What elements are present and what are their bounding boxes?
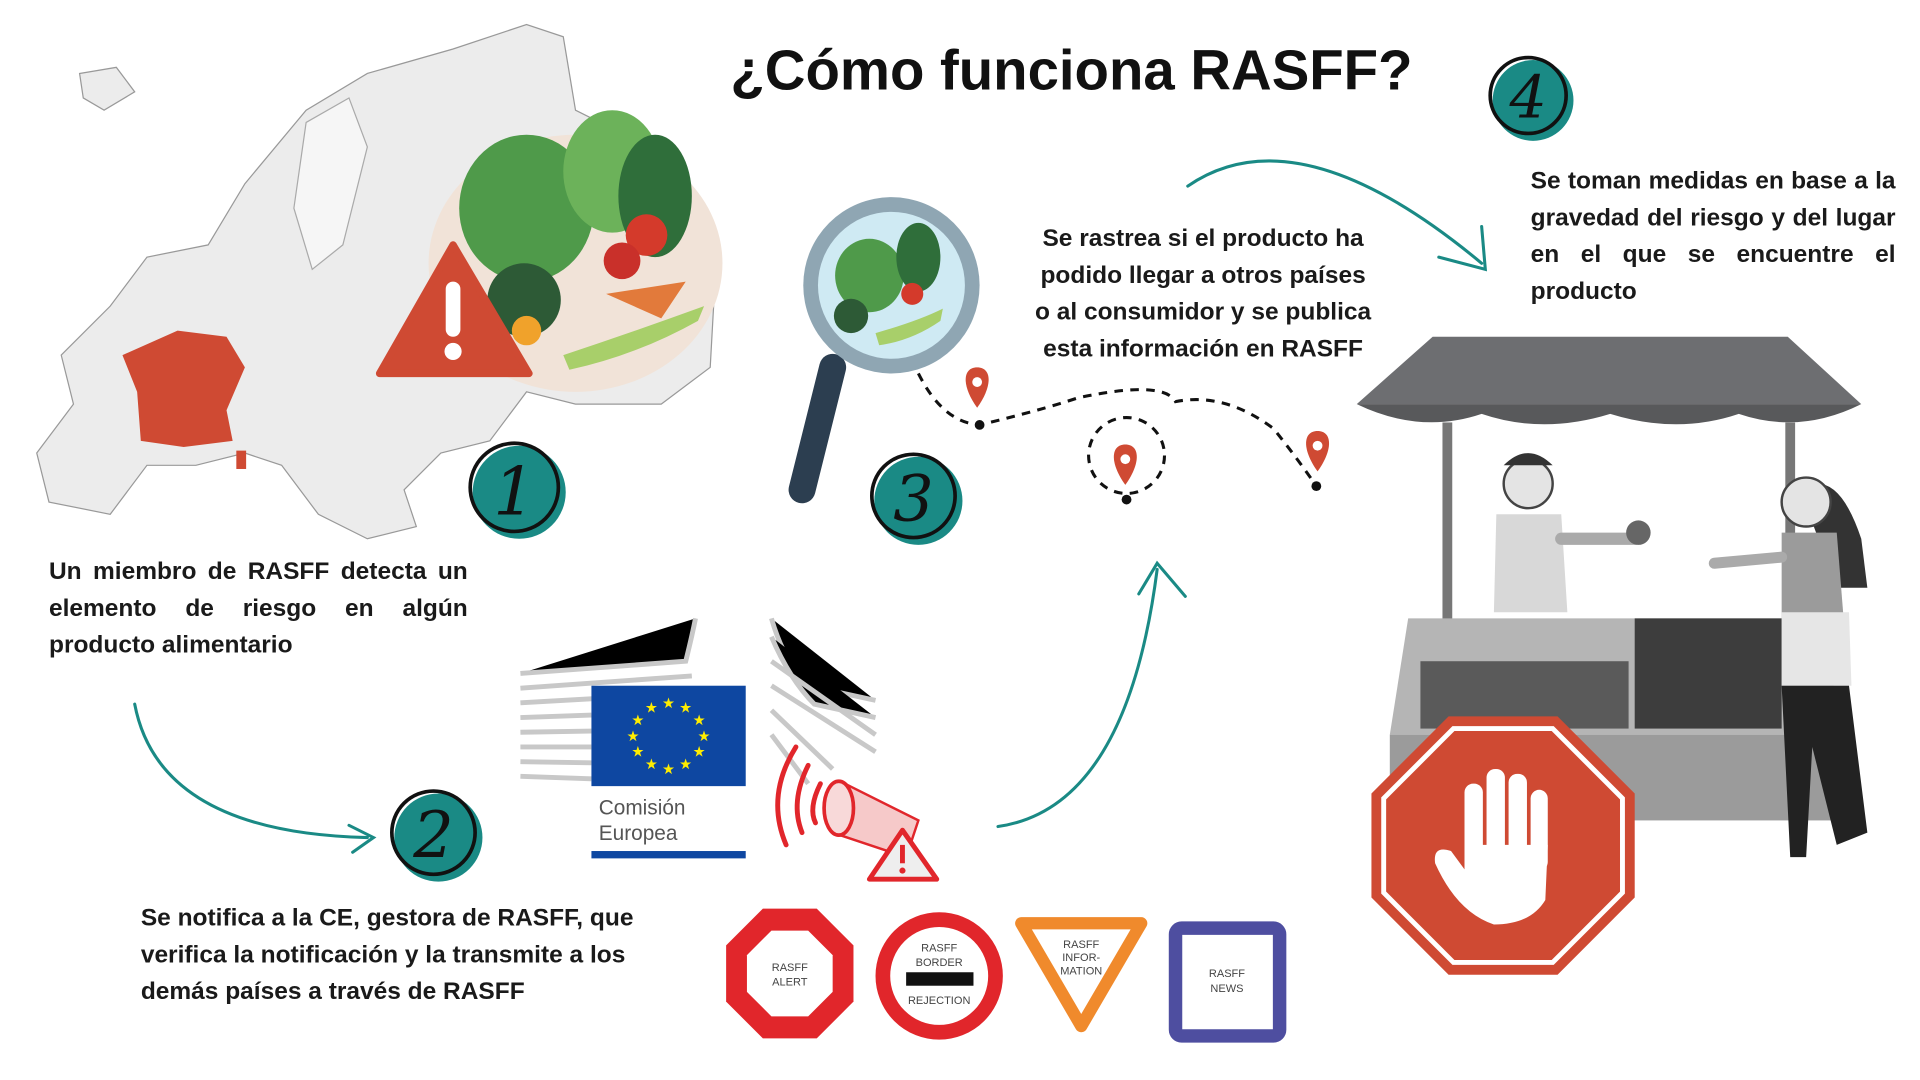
svg-text:Europea: Europea <box>599 822 678 845</box>
rasff-information-sign: RASFF INFOR- MATION <box>1015 917 1148 1033</box>
svg-text:★: ★ <box>693 745 706 761</box>
step-number-3-badge: 3 <box>870 452 963 545</box>
eu-stars: ★★★ ★★★★ ★★★★★ <box>626 696 710 778</box>
rasff-news-sign: RASFF NEWS <box>1168 921 1287 1043</box>
svg-text:★: ★ <box>693 713 706 729</box>
page-title: ¿Cómo funciona RASFF? <box>730 37 1413 102</box>
svg-text:★: ★ <box>662 762 675 778</box>
svg-text:★: ★ <box>631 745 644 761</box>
svg-text:★: ★ <box>662 696 675 712</box>
svg-text:4: 4 <box>1508 63 1546 132</box>
svg-text:★: ★ <box>679 701 692 717</box>
svg-text:ALERT: ALERT <box>772 977 808 989</box>
svg-text:★: ★ <box>698 729 711 745</box>
step-3-line: o al consumidor y se publica <box>1034 298 1372 326</box>
svg-text:RASFF: RASFF <box>1063 939 1099 951</box>
market-stall-illustration <box>1356 336 1868 858</box>
step-3-text: Se rastrea si el producto ha podido lleg… <box>1004 220 1402 367</box>
step-4-text: Se toman medidas en base a la gravedad d… <box>1530 167 1896 305</box>
arrow-step3-to-4 <box>1186 159 1488 272</box>
warning-triangle-icon <box>375 241 533 378</box>
svg-text:RASFF: RASFF <box>921 942 957 954</box>
magnifying-glass-icon <box>788 197 980 504</box>
svg-text:1: 1 <box>493 453 535 530</box>
step-3-line: esta información en RASFF <box>1043 335 1363 363</box>
svg-text:★: ★ <box>645 701 658 717</box>
svg-text:★: ★ <box>645 757 658 773</box>
arrow-step1-to-2 <box>133 702 377 854</box>
step-3-line: Se rastrea si el producto ha <box>1042 225 1364 253</box>
svg-text:★: ★ <box>626 729 639 745</box>
megaphone-alert-icon <box>775 744 940 882</box>
tracking-route <box>917 367 1330 505</box>
rasff-border-rejection-sign: RASFF BORDER REJECTION <box>875 912 1003 1040</box>
svg-text:RASFF: RASFF <box>772 962 808 974</box>
step-number-4-badge: 4 <box>1488 55 1574 141</box>
svg-text:REJECTION: REJECTION <box>908 995 970 1007</box>
svg-text:INFOR-: INFOR- <box>1062 952 1100 964</box>
step-2-text: Se notifica a la CE, gestora de RASFF, q… <box>140 904 634 1006</box>
svg-text:2: 2 <box>412 799 454 873</box>
step-number-2-badge: 2 <box>390 789 483 882</box>
step-3-line: podido llegar a otros países <box>1040 262 1366 289</box>
arrow-step2-to-3 <box>996 560 1187 829</box>
svg-text:NEWS: NEWS <box>1210 983 1243 995</box>
svg-text:★: ★ <box>679 757 692 773</box>
svg-text:3: 3 <box>893 462 934 536</box>
france-highlight <box>122 330 245 447</box>
stop-hand-sign-icon <box>1371 716 1635 975</box>
svg-text:BORDER: BORDER <box>916 957 963 969</box>
location-pin-icon <box>965 367 1330 485</box>
svg-text:Comisión: Comisión <box>599 796 686 819</box>
step-1-text: Un miembro de RASFF detecta un elemento … <box>48 558 468 659</box>
european-commission-logo: ★★★ ★★★★ ★★★★★ Comisión Europea <box>520 617 877 859</box>
svg-text:MATION: MATION <box>1060 966 1102 978</box>
rasff-alert-sign: RASFF ALERT <box>726 908 854 1039</box>
step-number-1-badge: 1 <box>468 441 566 539</box>
svg-text:★: ★ <box>631 713 644 729</box>
svg-text:RASFF: RASFF <box>1209 968 1245 980</box>
